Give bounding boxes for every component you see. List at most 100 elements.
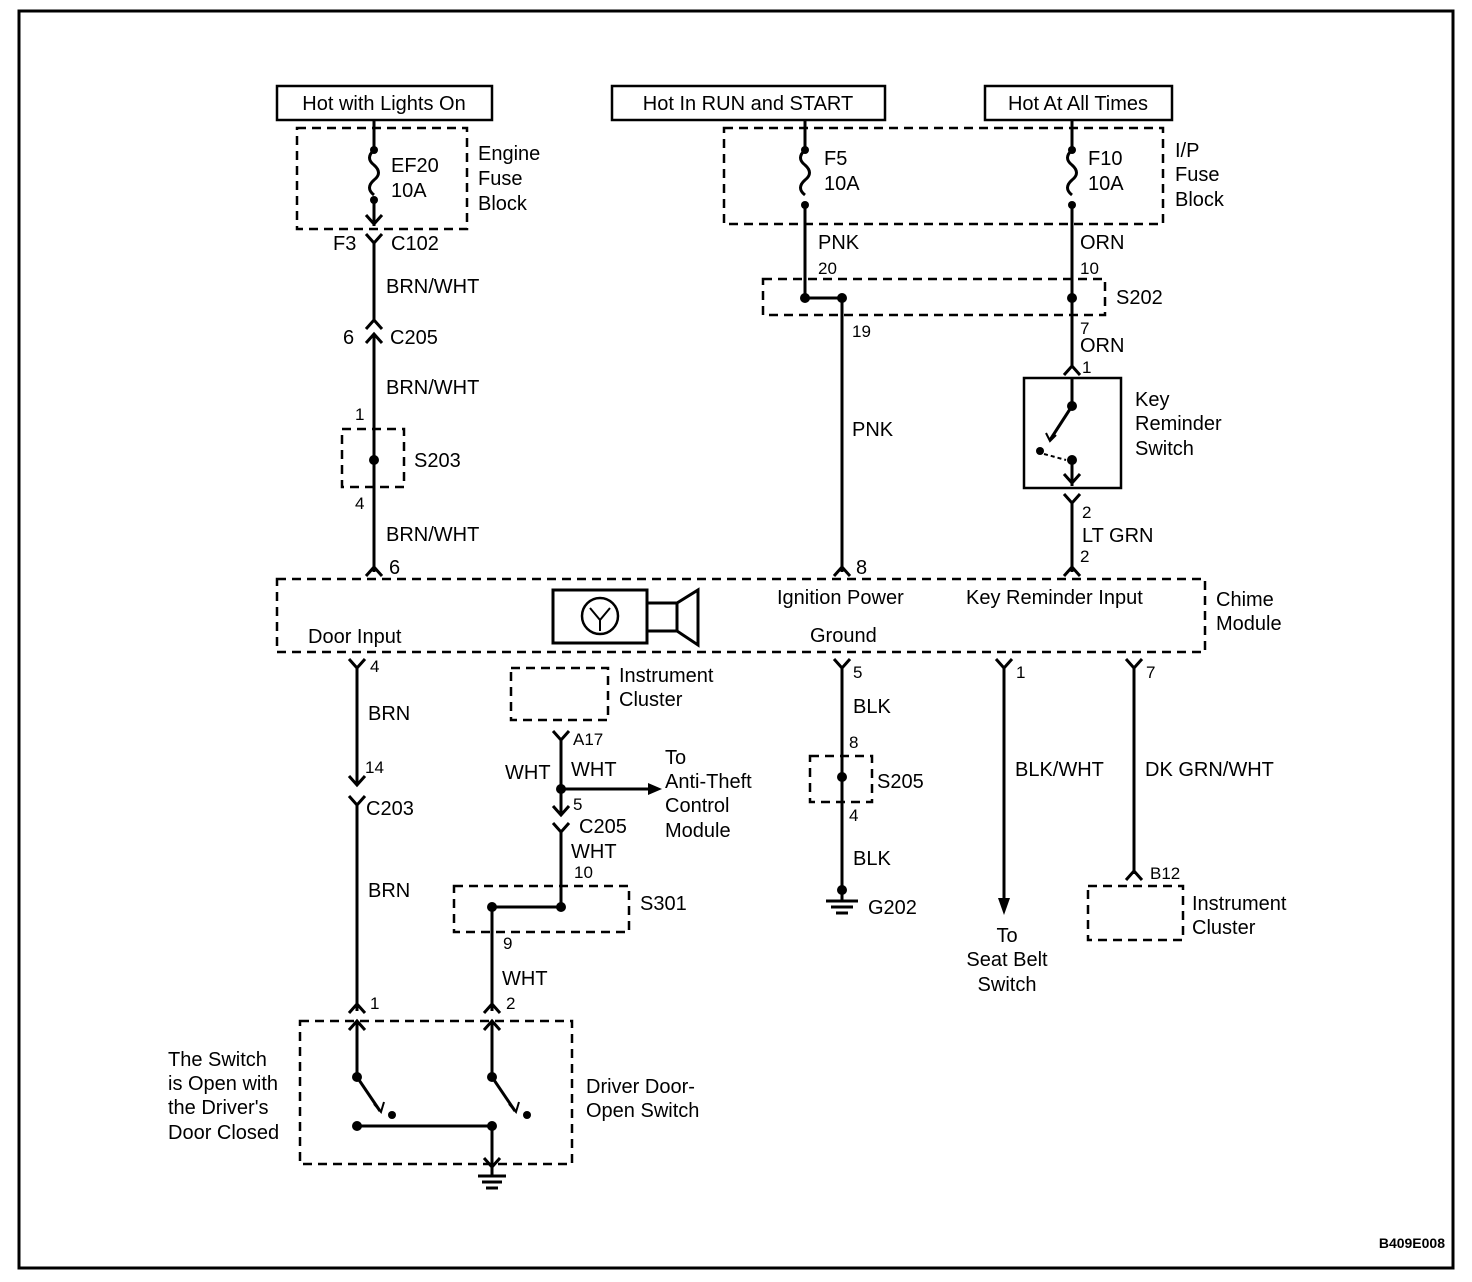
power-label-lights-on: Hot with Lights On xyxy=(275,84,494,122)
instrument-cluster-top-label-1: Instrument xyxy=(619,665,714,687)
wire-brn-wht-3: BRN/WHT xyxy=(386,524,479,546)
door-switch-label-1: Driver Door- xyxy=(586,1076,695,1098)
door-switch-note-3: the Driver's xyxy=(168,1097,269,1119)
chime-ground: Ground xyxy=(810,625,877,647)
wire-pnk-2: PNK xyxy=(852,419,894,441)
power-label-all-times-text: Hot At All Times xyxy=(1008,93,1148,115)
instrument-cluster-bottom-label-1: Instrument xyxy=(1192,893,1287,915)
pin-7-orn: 7 xyxy=(1080,319,1089,338)
diagram-frame xyxy=(17,9,1455,1270)
s203-pin-1: 1 xyxy=(355,405,364,424)
chime-ignition-power: Ignition Power xyxy=(777,587,904,609)
seat-belt-label-1: To xyxy=(996,925,1017,947)
ip-fuse-block-label-1: I/P xyxy=(1175,140,1199,162)
door-out-pin-4: 4 xyxy=(370,657,379,676)
key-circuit: ORN 10 7 ORN 1 Key Reminder Switch 2 LT … xyxy=(1022,205,1222,577)
wire-brn-wht-2: BRN/WHT xyxy=(386,377,479,399)
s205-pin-4: 4 xyxy=(849,806,858,825)
wire-dk-grn-wht: DK GRN/WHT xyxy=(1145,759,1274,781)
splice-s301-label: S301 xyxy=(640,893,687,915)
wire-blk-wht: BLK/WHT xyxy=(1015,759,1104,781)
engine-fuse-block-label-1: Engine xyxy=(478,143,540,165)
driver-door-open-switch: The Switch is Open with the Driver's Doo… xyxy=(168,1018,699,1190)
door-circuit: BRN/WHT 6 C205 BRN/WHT 1 S203 4 BRN/WHT … xyxy=(340,243,479,579)
key-switch-label-2: Reminder xyxy=(1135,413,1222,435)
wire-orn-1: ORN xyxy=(1080,232,1124,254)
splice-s203-label: S203 xyxy=(414,450,461,472)
anti-theft-label-3: Control xyxy=(665,795,729,817)
fuse-f5-icon xyxy=(799,148,811,197)
wire-blk-1: BLK xyxy=(853,696,891,718)
pin-a17: A17 xyxy=(573,730,603,749)
pin-10-wht: 10 xyxy=(574,863,593,882)
seat-belt-label-2: Seat Belt xyxy=(966,949,1048,971)
ground-circuit: 5 BLK 8 S205 4 BLK G202 xyxy=(808,658,924,919)
chime-module-label-2: Module xyxy=(1216,613,1282,635)
fuse-f5-name: F5 xyxy=(824,148,847,170)
fuse-ef20-name: EF20 xyxy=(391,155,439,177)
wire-brn-2: BRN xyxy=(368,880,410,902)
wire-brn-wht-1: BRN/WHT xyxy=(386,276,479,298)
anti-theft-label-4: Module xyxy=(665,820,731,842)
arrow-down-icon xyxy=(998,898,1010,915)
wire-wht-right: WHT xyxy=(571,759,617,781)
fuse-f10-icon xyxy=(1066,148,1078,197)
wire-orn-2: ORN xyxy=(1080,335,1124,357)
chime-module: Door Input Ignition Power Ground Key Rem… xyxy=(275,577,1282,654)
fuse-ef20-icon xyxy=(368,148,380,197)
ground-g202-label: G202 xyxy=(868,897,917,919)
fuse-f5-rating: 10A xyxy=(824,173,860,195)
wire-lt-grn: LT GRN xyxy=(1082,525,1154,547)
cluster-pin-7: 7 xyxy=(1146,663,1155,682)
wire-wht-lower: WHT xyxy=(502,968,548,990)
key-switch-label-3: Switch xyxy=(1135,438,1194,460)
wire-wht-mid: WHT xyxy=(571,841,617,863)
chime-key-reminder-input: Key Reminder Input xyxy=(966,587,1143,609)
s203-pin-4: 4 xyxy=(355,494,364,513)
chime-pin-2: 2 xyxy=(1080,547,1089,566)
connector-c205-lower-icon xyxy=(551,822,571,835)
key-switch-label-1: Key xyxy=(1135,389,1169,411)
figure-code: B409E008 xyxy=(1379,1235,1445,1251)
anti-theft-label-1: To xyxy=(665,747,686,769)
door-output-circuit: 4 BRN 14 C203 BRN 1 xyxy=(347,657,414,1014)
seat-belt-pin-1: 1 xyxy=(1016,663,1025,682)
power-label-run-start-text: Hot In RUN and START xyxy=(643,93,853,115)
wire-pnk-1: PNK xyxy=(818,232,860,254)
arrow-right-icon xyxy=(648,783,662,795)
ground-g202-icon xyxy=(826,890,858,915)
splice-s202 xyxy=(761,277,1107,317)
door-switch-label-2: Open Switch xyxy=(586,1100,699,1122)
key-switch-pin-2: 2 xyxy=(1082,503,1091,522)
engine-fuse-block: EF20 10A Engine Fuse Block xyxy=(295,120,540,231)
seat-belt-circuit: 1 BLK/WHT To Seat Belt Switch xyxy=(966,658,1104,996)
ip-fuse-block-label-2: Fuse xyxy=(1175,164,1219,186)
chime-pin-8: 8 xyxy=(856,557,867,579)
pin-b12: B12 xyxy=(1150,864,1180,883)
splice-s301 xyxy=(452,884,631,934)
door-switch-note-2: is Open with xyxy=(168,1073,278,1095)
fuse-f10-rating: 10A xyxy=(1088,173,1124,195)
splice-s203 xyxy=(340,427,406,489)
power-label-run-start: Hot In RUN and START xyxy=(610,84,887,122)
ground-pin-5: 5 xyxy=(853,663,862,682)
door-out-pin-14: 14 xyxy=(365,758,384,777)
splice-s205-label: S205 xyxy=(877,771,924,793)
power-label-all-times: Hot At All Times xyxy=(983,84,1174,122)
door-switch-note-4: Door Closed xyxy=(168,1122,279,1144)
fuse-ef20-rating: 10A xyxy=(391,180,427,202)
pin-20: 20 xyxy=(818,259,837,278)
s205-pin-8: 8 xyxy=(849,733,858,752)
fuse-f10-name: F10 xyxy=(1088,148,1122,170)
power-label-lights-on-text: Hot with Lights On xyxy=(302,93,465,115)
instrument-cluster-bottom: 7 DK GRN/WHT B12 Instrument Cluster xyxy=(1086,658,1287,942)
pin-19: 19 xyxy=(852,322,871,341)
connector-c203-label: C203 xyxy=(366,798,414,820)
door-switch-pin-2: 2 xyxy=(506,994,515,1013)
anti-theft-label-2: Anti-Theft xyxy=(665,771,752,793)
connector-c205-icon xyxy=(364,317,384,330)
instrument-cluster-bottom-label-2: Cluster xyxy=(1192,917,1256,939)
connector-c205-lower-label: C205 xyxy=(579,816,627,838)
engine-fuse-block-label-3: Block xyxy=(478,193,528,215)
